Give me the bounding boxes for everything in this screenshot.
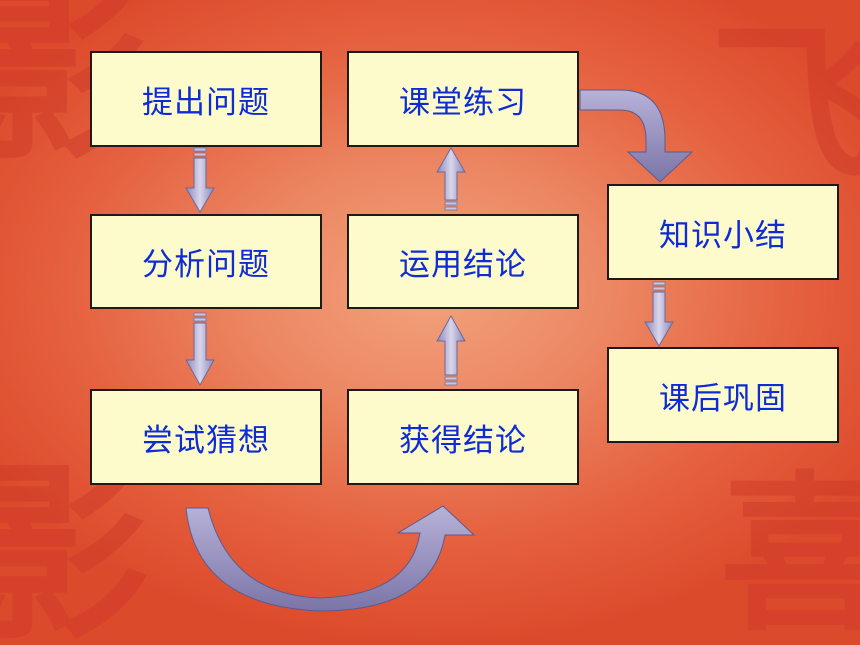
watermark-seal: 飞 <box>709 5 860 205</box>
watermark-seal: 影 <box>0 443 151 645</box>
step-box-obtain-conclusion: 获得结论 <box>347 389 579 485</box>
arrow-down-1 <box>185 147 215 213</box>
arrow-up-1 <box>436 314 466 386</box>
step-box-knowledge-summary: 知识小结 <box>607 184 839 280</box>
step-label: 课堂练习 <box>399 84 527 121</box>
arrow-down-2 <box>185 312 215 387</box>
arrow-down-3 <box>644 281 674 347</box>
watermark-seal: 喜 <box>719 455 860 645</box>
step-box-try-conjecture: 尝试猜想 <box>90 389 322 485</box>
step-box-after-class-review: 课后巩固 <box>607 347 839 443</box>
step-box-analyze-question: 分析问题 <box>90 214 322 309</box>
step-label: 运用结论 <box>399 247 527 283</box>
step-label: 获得结论 <box>399 422 527 459</box>
step-label: 课后巩固 <box>659 380 787 417</box>
step-label: 知识小结 <box>659 217 787 254</box>
arrow-curved <box>185 505 476 612</box>
step-box-class-practice: 课堂练习 <box>347 51 579 147</box>
arrow-up-2 <box>436 147 466 211</box>
step-label: 提出问题 <box>142 84 270 121</box>
step-box-apply-conclusion: 运用结论 <box>347 214 579 309</box>
step-box-pose-question: 提出问题 <box>90 51 322 147</box>
step-label: 尝试猜想 <box>142 422 270 459</box>
step-label: 分析问题 <box>142 247 270 283</box>
arrow-bent <box>579 89 694 183</box>
